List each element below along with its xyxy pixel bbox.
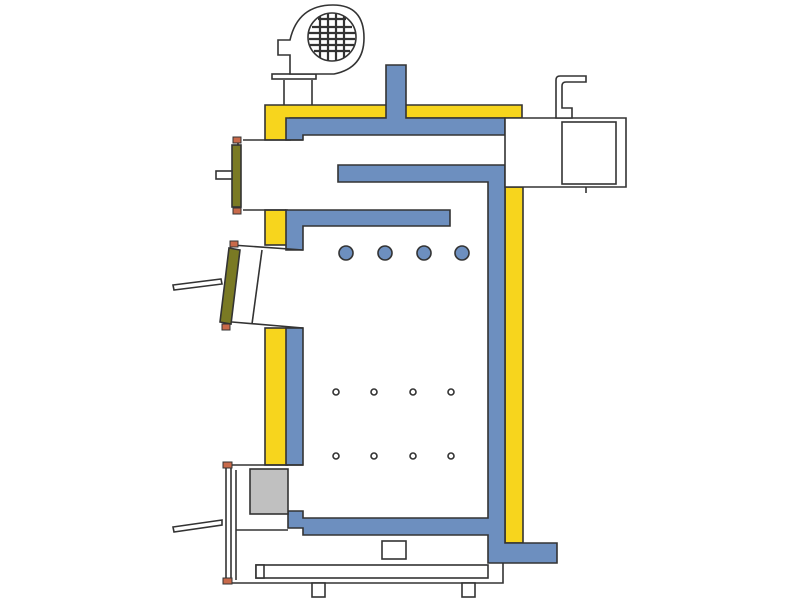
flue-cleanout — [561, 121, 617, 185]
loading-door — [215, 136, 242, 215]
door-handle[interactable] — [172, 519, 223, 533]
water-inlet-pipe — [555, 75, 587, 119]
insulation-right — [504, 186, 524, 544]
foot — [311, 582, 326, 598]
air-hole — [447, 388, 455, 396]
air-hole — [409, 388, 417, 396]
secondary-air-holes — [332, 388, 455, 460]
water-tube — [377, 245, 393, 261]
water-tube — [454, 245, 470, 261]
water-jacket — [285, 64, 558, 564]
door-hinge — [232, 207, 242, 215]
fan-grille — [309, 13, 355, 61]
air-hole — [409, 452, 417, 460]
air-hole — [332, 452, 340, 460]
jacket-main — [287, 164, 558, 564]
foot — [461, 582, 476, 598]
blower-fan — [271, 4, 365, 105]
water-tube — [338, 245, 354, 261]
insulation-left-lower — [264, 327, 288, 466]
chamber-outlines — [228, 139, 504, 584]
air-hole — [370, 388, 378, 396]
air-hole — [332, 388, 340, 396]
door-handle[interactable] — [172, 278, 223, 291]
ash-door — [172, 461, 233, 585]
jacket-left-upper — [285, 209, 451, 251]
ash-pan-rail — [255, 564, 489, 579]
flue-box — [504, 75, 627, 193]
water-tube — [416, 245, 432, 261]
ash-drawer — [249, 468, 289, 515]
door-hinge — [232, 136, 242, 144]
air-hole — [447, 452, 455, 460]
air-hole — [370, 452, 378, 460]
fire-door — [172, 240, 241, 331]
insulation-left-upper — [264, 209, 288, 246]
ash-pan-rail-end — [255, 564, 265, 579]
water-tubes — [338, 245, 470, 261]
door-handle[interactable] — [215, 170, 233, 180]
burner-port — [381, 540, 407, 560]
feet — [311, 582, 476, 598]
chimney-flue — [285, 64, 506, 141]
jacket-left-lower — [285, 327, 304, 466]
door-glass — [231, 144, 242, 208]
fan-icon — [307, 12, 357, 62]
